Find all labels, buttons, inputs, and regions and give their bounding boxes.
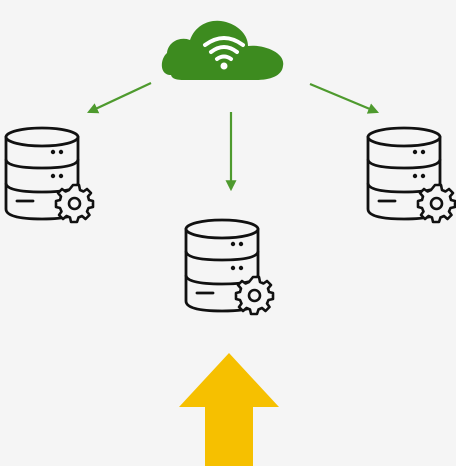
connector-to-db-right	[309, 82, 380, 114]
cloud-node	[161, 20, 284, 80]
up-arrow-icon	[179, 353, 279, 466]
db-center-node	[186, 220, 273, 314]
connector-to-db-left	[87, 82, 152, 114]
wifi-cloud-icon	[161, 20, 284, 80]
db-right-node	[368, 128, 455, 222]
database-gear-icon	[6, 128, 93, 222]
db-left-node	[6, 128, 93, 222]
database-gear-icon	[368, 128, 455, 222]
connections	[87, 82, 380, 192]
database-gear-icon	[186, 220, 273, 314]
upload-node	[179, 353, 279, 466]
